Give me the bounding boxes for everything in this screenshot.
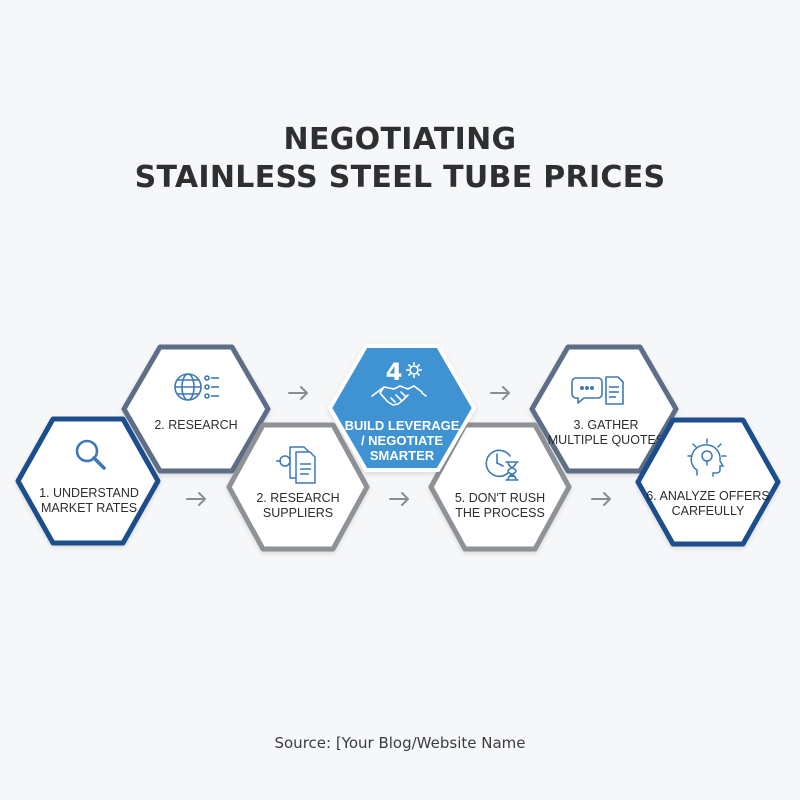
documents-icon: [276, 446, 316, 484]
arrow-right-icon: [389, 492, 409, 506]
step-dont-rush-hexagon: 5. DON'T RUSH THE PROCESS: [428, 422, 572, 552]
step-research-suppliers-label-2: SUPPLIERS: [263, 506, 333, 520]
step-leverage-number: 4: [386, 358, 403, 386]
step-gather-quotes-label-1: 3. GATHER: [573, 418, 638, 432]
arrow-right-icon: [186, 492, 206, 506]
globe-network-icon: [174, 373, 219, 401]
step-leverage-label-2: / NEGOTIATE: [361, 433, 443, 448]
arrow-right-icon: [490, 386, 510, 400]
arrow-right-icon: [591, 492, 611, 506]
step-research-label: 2. RESEARCH: [154, 418, 237, 432]
step-research-hexagon: 2. RESEARCH: [121, 344, 271, 474]
title-line-2: STAINLESS STEEL TUBE PRICES: [134, 160, 666, 195]
step-dont-rush-label-2: THE PROCESS: [455, 506, 545, 520]
chat-document-icon: [571, 376, 624, 405]
gear-icon: [406, 362, 422, 378]
step-gather-quotes-hexagon: 3. GATHER MULTIPLE QUOTES: [529, 344, 679, 474]
step-analyze-label-2: CARFEULLY: [672, 504, 745, 518]
step-analyze-label-1: 6. ANALYZE OFFERS: [646, 489, 769, 503]
step-understand-label-2: MARKET RATES: [41, 501, 137, 515]
step-understand-hexagon: 1. UNDERSTAND MARKET RATES: [15, 416, 161, 546]
source-credit: Source: [Your Blog/Website Name: [274, 734, 526, 752]
magnifier-icon: [75, 439, 106, 470]
lightbulb-head-icon: [687, 438, 727, 477]
handshake-icon: [371, 385, 427, 406]
step-understand-label-1: 1. UNDERSTAND: [39, 486, 139, 500]
step-research-suppliers-hexagon: 2. RESEARCH SUPPLIERS: [226, 422, 370, 552]
step-leverage-label-1: BUILD LEVERAGE: [345, 418, 460, 433]
arrow-right-icon: [288, 386, 308, 400]
step-dont-rush-label-1: 5. DON'T RUSH: [455, 491, 545, 505]
step-research-suppliers-label-1: 2. RESEARCH: [256, 491, 339, 505]
step-leverage-hexagon: 4 BUILD LEVERAGE / NEGOTIATE SMARTER: [328, 344, 476, 472]
step-analyze-hexagon: 6. ANALYZE OFFERS CARFEULLY: [635, 417, 781, 547]
clock-hourglass-icon: [485, 449, 519, 481]
title-line-1: NEGOTIATING: [283, 122, 517, 157]
step-gather-quotes-label-2: MULTIPLE QUOTES: [548, 433, 664, 447]
step-leverage-label-3: SMARTER: [370, 448, 435, 463]
